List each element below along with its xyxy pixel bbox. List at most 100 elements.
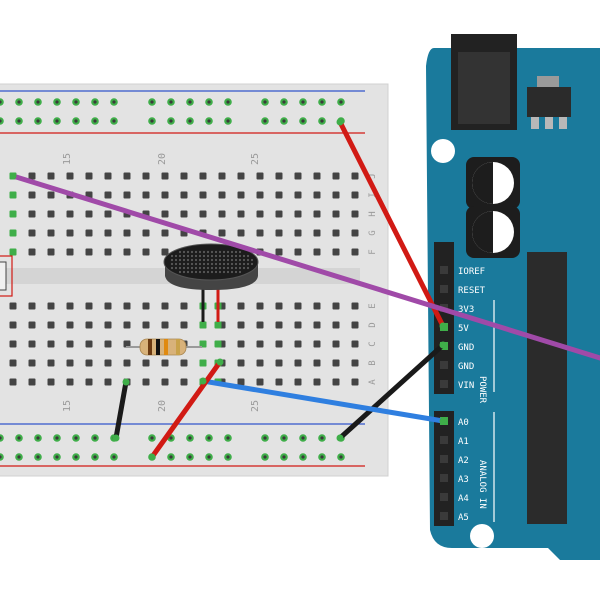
breadboard-hole[interactable] bbox=[294, 191, 302, 199]
breadboard-hole[interactable] bbox=[66, 248, 74, 256]
breadboard-hole[interactable] bbox=[351, 302, 359, 310]
breadboard-hole[interactable] bbox=[294, 172, 302, 180]
breadboard-hole[interactable] bbox=[9, 378, 17, 386]
power-header[interactable] bbox=[434, 242, 454, 394]
breadboard-hole[interactable] bbox=[313, 229, 321, 237]
breadboard-hole[interactable] bbox=[180, 359, 188, 367]
breadboard-hole[interactable] bbox=[28, 378, 36, 386]
breadboard-hole[interactable] bbox=[237, 378, 245, 386]
breadboard-hole[interactable] bbox=[85, 340, 93, 348]
breadboard-hole-connected[interactable] bbox=[214, 340, 222, 348]
breadboard-hole[interactable] bbox=[85, 378, 93, 386]
breadboard-hole[interactable] bbox=[275, 340, 283, 348]
breadboard-hole[interactable] bbox=[180, 321, 188, 329]
wire-5v-red[interactable] bbox=[337, 119, 446, 329]
breadboard-hole[interactable] bbox=[161, 210, 169, 218]
breadboard-hole[interactable] bbox=[294, 302, 302, 310]
breadboard-hole[interactable] bbox=[275, 378, 283, 386]
breadboard-hole[interactable] bbox=[161, 172, 169, 180]
breadboard-hole[interactable] bbox=[332, 210, 340, 218]
breadboard-hole[interactable] bbox=[332, 229, 340, 237]
breadboard-hole-connected[interactable] bbox=[199, 321, 207, 329]
rail-hole[interactable] bbox=[0, 453, 4, 461]
breadboard-hole[interactable] bbox=[218, 210, 226, 218]
breadboard-hole-connected[interactable] bbox=[9, 210, 17, 218]
breadboard-hole[interactable] bbox=[9, 321, 17, 329]
header-pin-a2[interactable] bbox=[440, 455, 448, 463]
breadboard-hole[interactable] bbox=[237, 321, 245, 329]
breadboard-hole-connected[interactable] bbox=[214, 321, 222, 329]
breadboard-hole-connected[interactable] bbox=[199, 359, 207, 367]
breadboard-hole[interactable] bbox=[123, 191, 131, 199]
breadboard-hole[interactable] bbox=[256, 191, 264, 199]
breadboard-hole[interactable] bbox=[142, 229, 150, 237]
breadboard-hole[interactable] bbox=[199, 172, 207, 180]
breadboard-hole[interactable] bbox=[47, 321, 55, 329]
breadboard-hole[interactable] bbox=[9, 359, 17, 367]
breadboard-hole[interactable] bbox=[294, 229, 302, 237]
breadboard-hole[interactable] bbox=[9, 302, 17, 310]
breadboard-hole[interactable] bbox=[351, 321, 359, 329]
breadboard-hole[interactable] bbox=[47, 248, 55, 256]
breadboard-hole[interactable] bbox=[123, 172, 131, 180]
breadboard-hole[interactable] bbox=[275, 191, 283, 199]
breadboard-hole[interactable] bbox=[104, 359, 112, 367]
breadboard-hole[interactable] bbox=[332, 191, 340, 199]
breadboard-hole[interactable] bbox=[47, 229, 55, 237]
header-pin-reset[interactable] bbox=[440, 285, 448, 293]
breadboard-hole[interactable] bbox=[313, 191, 321, 199]
header-pin-a4[interactable] bbox=[440, 493, 448, 501]
breadboard-hole[interactable] bbox=[104, 340, 112, 348]
breadboard-hole[interactable] bbox=[199, 191, 207, 199]
breadboard-hole[interactable] bbox=[180, 210, 188, 218]
breadboard-hole[interactable] bbox=[332, 321, 340, 329]
breadboard-hole[interactable] bbox=[256, 321, 264, 329]
breadboard-hole[interactable] bbox=[66, 359, 74, 367]
breadboard-hole[interactable] bbox=[28, 191, 36, 199]
breadboard-hole[interactable] bbox=[351, 359, 359, 367]
breadboard-hole[interactable] bbox=[142, 359, 150, 367]
breadboard-hole[interactable] bbox=[104, 321, 112, 329]
breadboard-hole[interactable] bbox=[275, 210, 283, 218]
breadboard-hole[interactable] bbox=[161, 229, 169, 237]
breadboard-hole[interactable] bbox=[313, 248, 321, 256]
breadboard-hole[interactable] bbox=[275, 248, 283, 256]
breadboard-hole[interactable] bbox=[66, 229, 74, 237]
breadboard-hole[interactable] bbox=[104, 248, 112, 256]
breadboard-hole[interactable] bbox=[28, 229, 36, 237]
breadboard-hole[interactable] bbox=[161, 191, 169, 199]
breadboard-hole[interactable] bbox=[180, 378, 188, 386]
breadboard-hole[interactable] bbox=[142, 378, 150, 386]
breadboard-hole[interactable] bbox=[142, 302, 150, 310]
breadboard-hole[interactable] bbox=[28, 321, 36, 329]
breadboard-hole[interactable] bbox=[351, 248, 359, 256]
breadboard-hole[interactable] bbox=[332, 302, 340, 310]
breadboard-hole[interactable] bbox=[294, 359, 302, 367]
breadboard-hole[interactable] bbox=[123, 321, 131, 329]
breadboard-hole[interactable] bbox=[351, 378, 359, 386]
breadboard-hole[interactable] bbox=[237, 302, 245, 310]
breadboard-hole[interactable] bbox=[351, 191, 359, 199]
breadboard-hole[interactable] bbox=[66, 172, 74, 180]
header-pin-ioref[interactable] bbox=[440, 266, 448, 274]
breadboard-hole[interactable] bbox=[332, 359, 340, 367]
header-pin-a3[interactable] bbox=[440, 474, 448, 482]
breadboard-hole[interactable] bbox=[294, 248, 302, 256]
breadboard-hole[interactable] bbox=[237, 359, 245, 367]
wire-purple[interactable] bbox=[10, 173, 600, 361]
breadboard-hole[interactable] bbox=[66, 302, 74, 310]
breadboard-hole[interactable] bbox=[85, 321, 93, 329]
breadboard-hole[interactable] bbox=[142, 191, 150, 199]
breadboard-hole[interactable] bbox=[66, 321, 74, 329]
header-pin-gnd[interactable] bbox=[440, 361, 448, 369]
breadboard-hole[interactable] bbox=[237, 229, 245, 237]
breadboard-hole[interactable] bbox=[66, 210, 74, 218]
breadboard-hole[interactable] bbox=[332, 172, 340, 180]
breadboard-hole[interactable] bbox=[28, 302, 36, 310]
breadboard-hole[interactable] bbox=[237, 172, 245, 180]
breadboard-hole[interactable] bbox=[180, 191, 188, 199]
breadboard-hole[interactable] bbox=[47, 210, 55, 218]
breadboard-hole[interactable] bbox=[142, 172, 150, 180]
breadboard-hole-connected[interactable] bbox=[9, 229, 17, 237]
breadboard-hole[interactable] bbox=[199, 210, 207, 218]
